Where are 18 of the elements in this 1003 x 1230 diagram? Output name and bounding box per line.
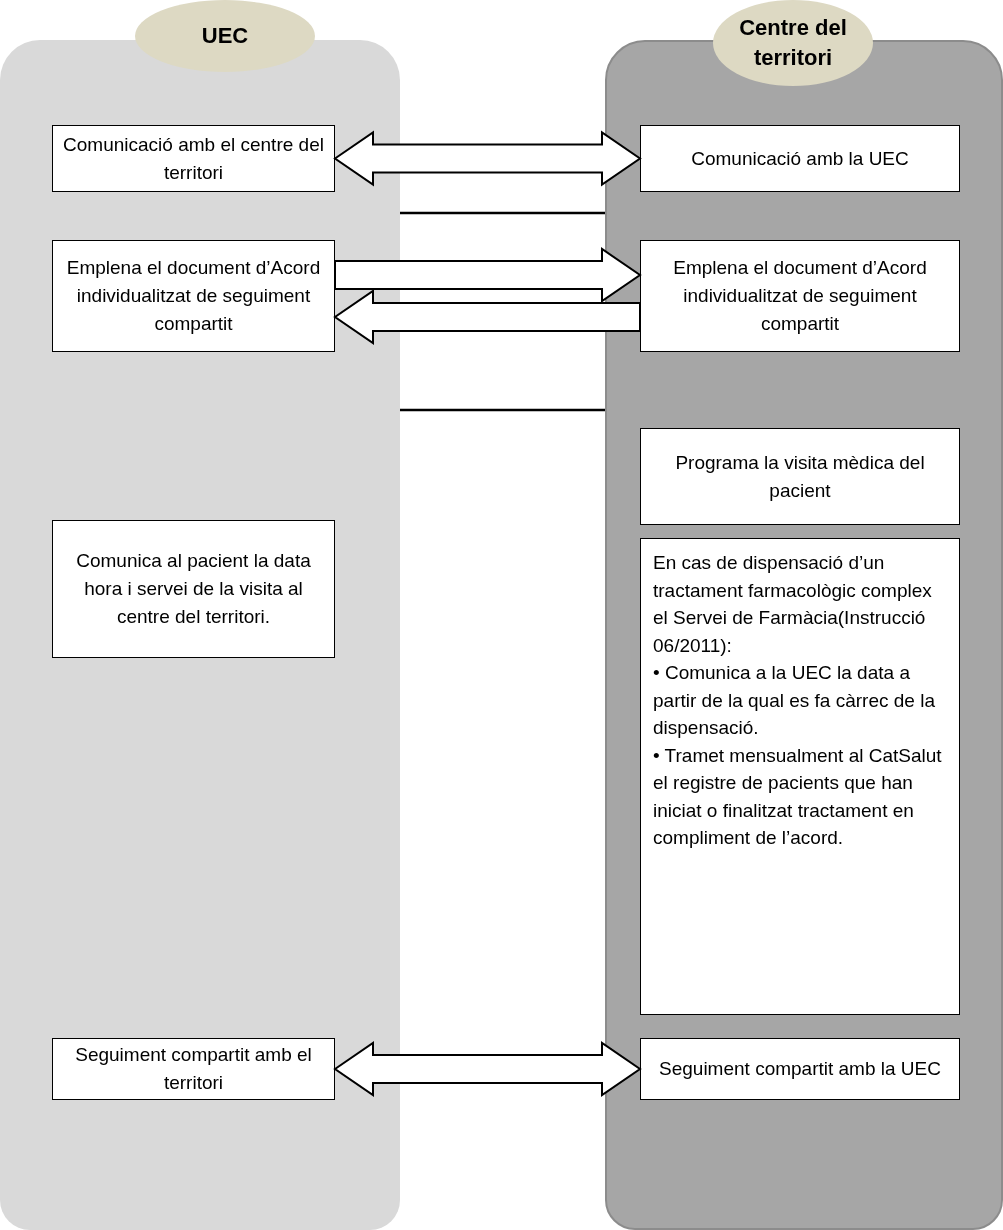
process-box: Emplena el document d’Acord individualitzat de seguiment compartit [640,240,960,352]
box-text: • Comunica a la UEC la data a partir de la qual es fa càrrec de la dispensació. [653,661,936,740]
box-text: En cas de dispensació d’un tractament farmacològic complex el Servei de Farmàcia(Instrucció 06/2011): [653,551,933,658]
process-box: Comunica al pacient la data hora i servei de la visita al centre del territori. [52,520,335,658]
process-box: Seguiment compartit amb la UEC [640,1038,960,1100]
lane-header: UEC [135,0,315,72]
process-box: Programa la visita mèdica del pacient [640,428,960,525]
double-arrow [333,289,641,345]
process-box: Comunicació amb el centre del territori [52,125,335,192]
double-arrow [334,247,642,303]
double-arrow [333,130,642,187]
process-box: Comunicació amb la UEC [640,125,960,192]
process-box: Seguiment compartit amb el territori [52,1038,335,1100]
process-box: Emplena el document d’Acord individualitzat de seguiment compartit [52,240,335,352]
double-arrow [333,1041,642,1097]
box-text: • Tramet mensualment al CatSalut el registre de pacients que han iniciat o finalitzat tractament en compliment de l’acord. [653,743,943,850]
process-box [640,538,960,1015]
lane-header: Centre del territori [713,0,873,86]
